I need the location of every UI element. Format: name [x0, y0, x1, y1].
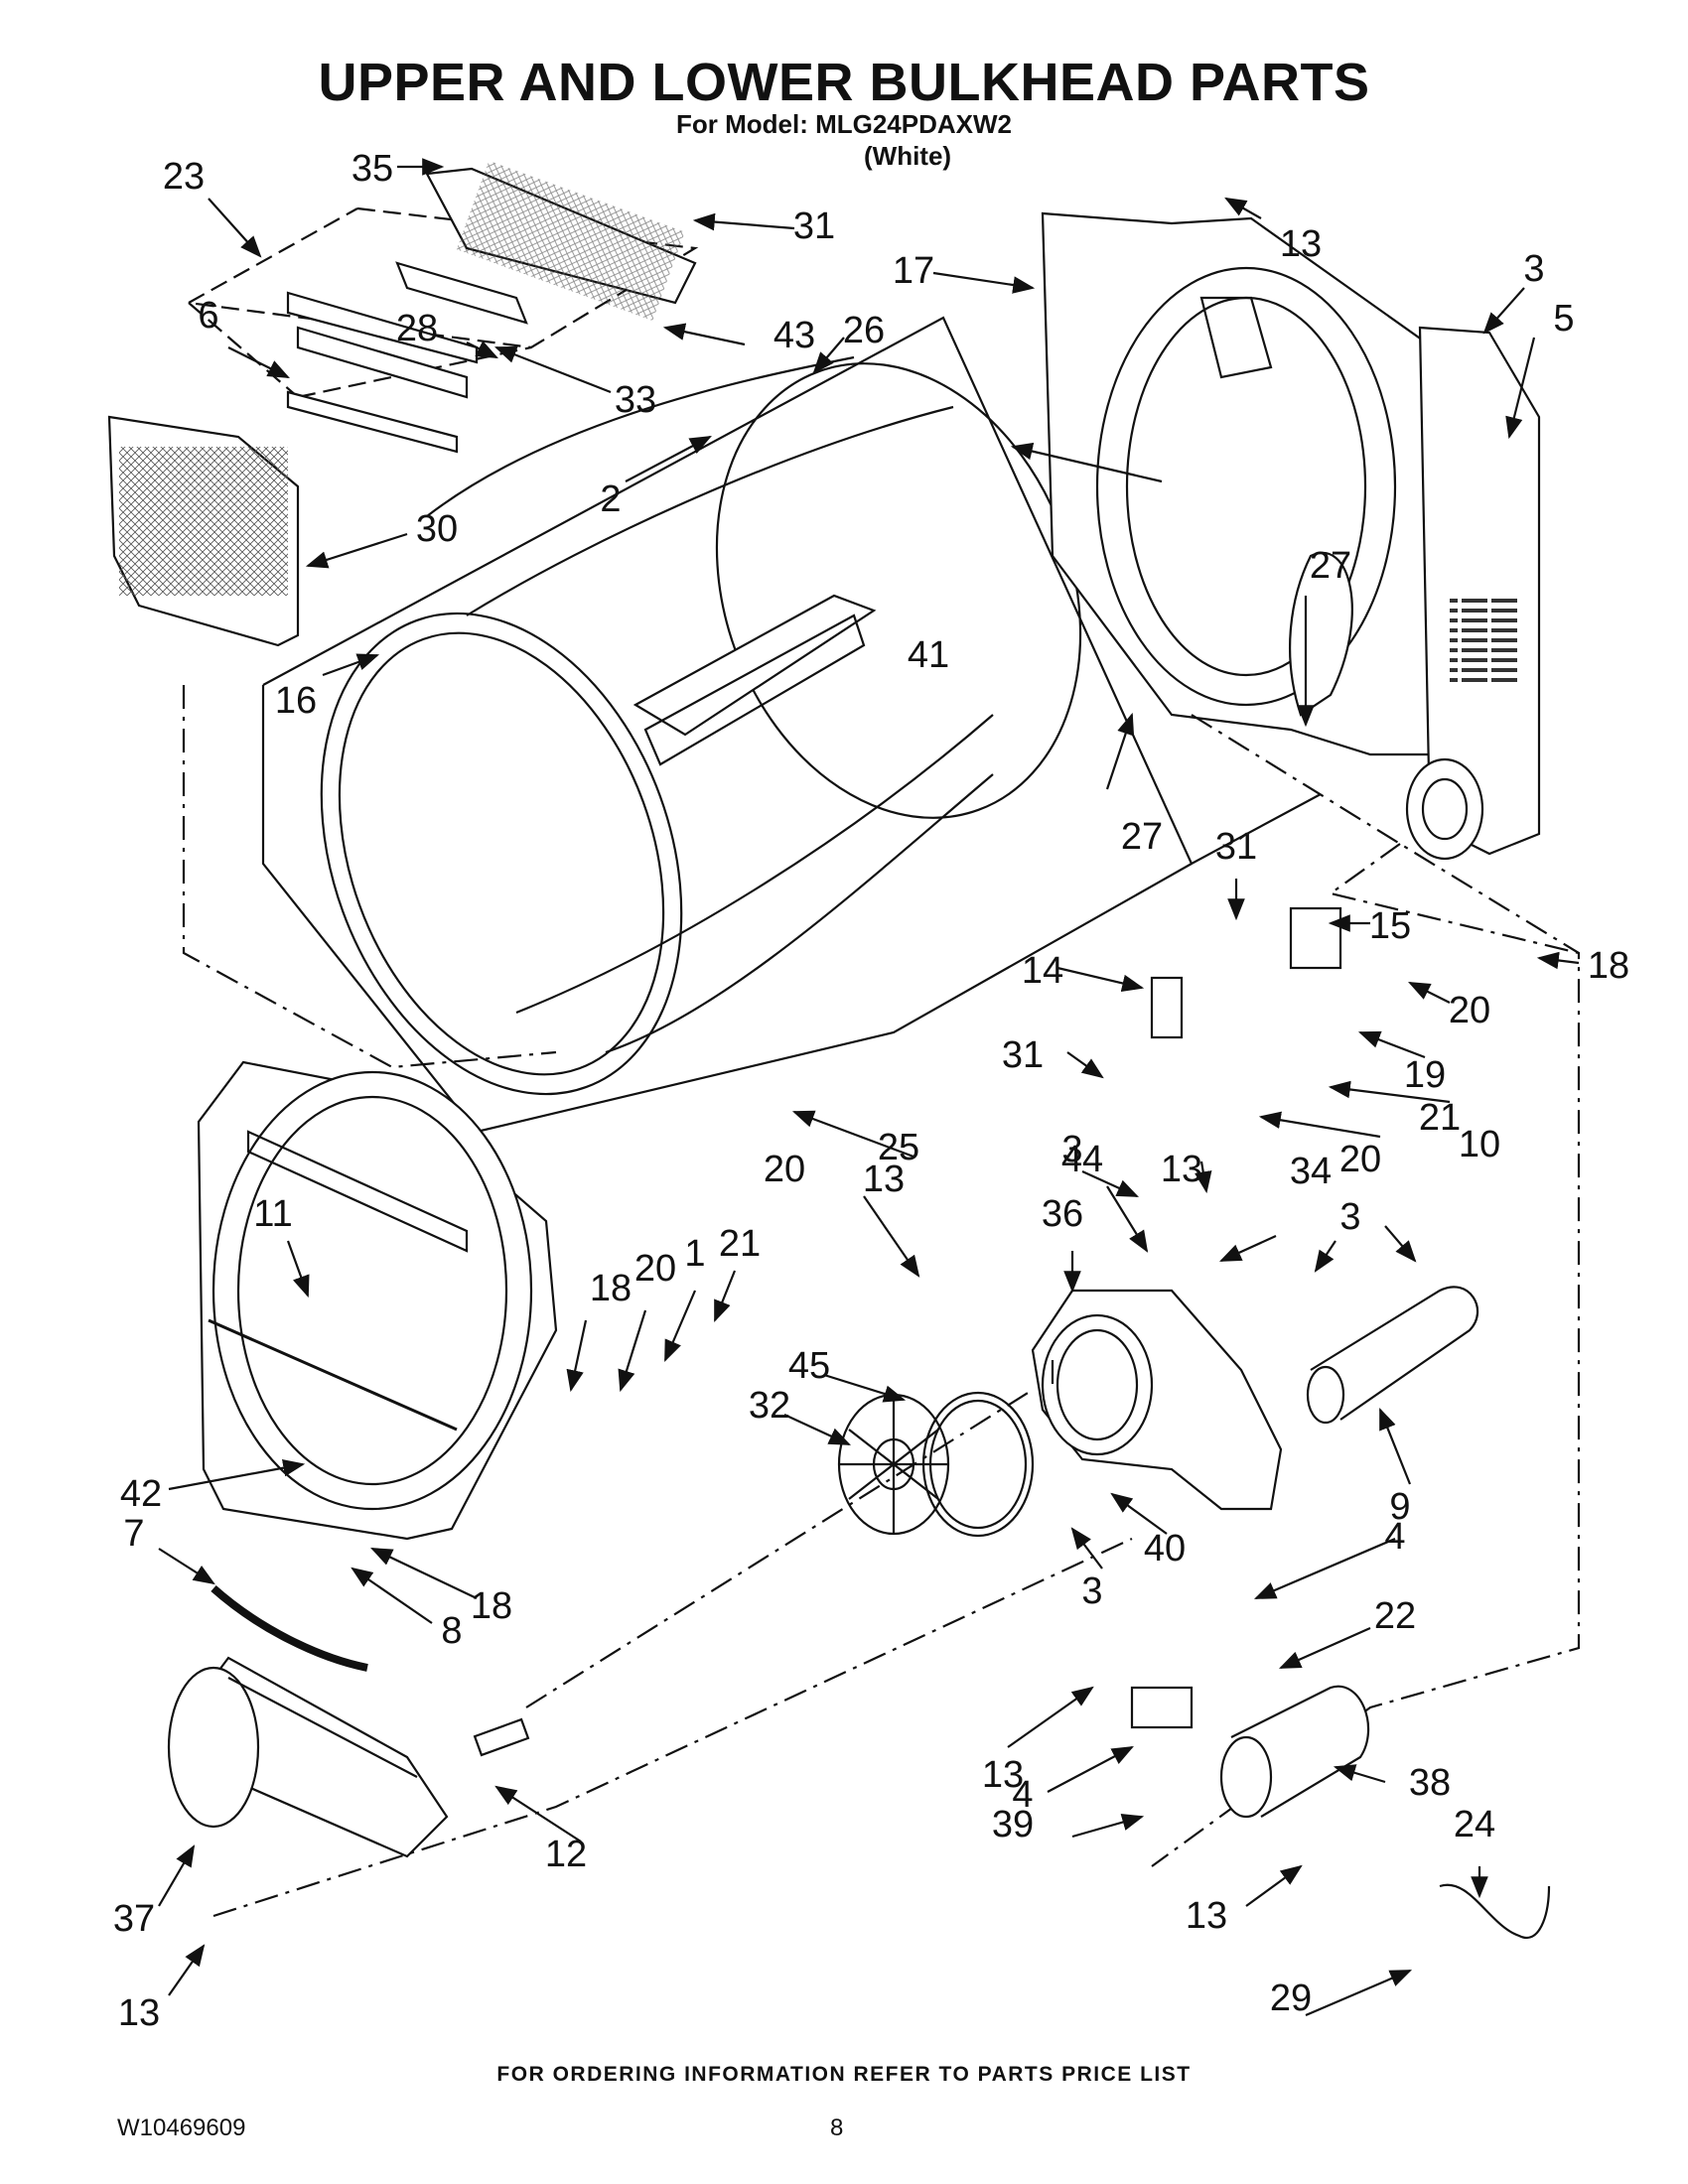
exhaust-duct-9 [1310, 1286, 1479, 1421]
callout-label: 3 [1081, 1570, 1102, 1612]
callout-label: 43 [774, 315, 815, 356]
cord-24 [1439, 1883, 1551, 1939]
callout-label: 13 [1280, 223, 1322, 265]
callout-label: 23 [163, 156, 205, 198]
ordering-note: FOR ORDERING INFORMATION REFER TO PARTS … [496, 2063, 1192, 2086]
callout-label: 18 [590, 1268, 632, 1309]
callout-label: 17 [893, 250, 934, 292]
callout-label: 44 [1061, 1139, 1103, 1180]
callout-label: 27 [1310, 545, 1351, 587]
drum-front-ring [320, 612, 683, 1096]
model-variant: (White) [864, 141, 952, 171]
callout-label: 13 [1161, 1149, 1202, 1190]
callout-label: 20 [1449, 990, 1490, 1031]
callout-label: 4 [1384, 1516, 1405, 1558]
callout-label: 39 [992, 1804, 1034, 1845]
callout-label: 28 [396, 308, 438, 349]
callout-label: 37 [113, 1898, 155, 1940]
callout-label: 12 [545, 1834, 587, 1875]
callout-label: 25 [878, 1127, 919, 1168]
dashed-leader-lower [212, 1360, 1133, 1918]
callout-label: 31 [1002, 1034, 1044, 1076]
drum-baffle-41 [633, 594, 877, 737]
callout-label: 3 [1339, 1196, 1360, 1238]
callout-label: 13 [118, 1992, 160, 2034]
grille-rails [286, 291, 479, 399]
callout-label: 40 [1144, 1528, 1186, 1570]
callout-label: 27 [1121, 816, 1163, 858]
callout-label: 16 [275, 680, 317, 722]
callout-label: 30 [416, 508, 458, 550]
callout-label: 32 [749, 1385, 790, 1427]
bracket-39 [1130, 1686, 1194, 1729]
callout-label: 2 [600, 478, 621, 520]
callout-label: 1 [684, 1233, 705, 1275]
bracket-33 [395, 261, 528, 325]
callout-label: 13 [982, 1754, 1024, 1796]
seal-45 [921, 1391, 1035, 1538]
callout-label: 3 [1061, 1129, 1082, 1170]
callout-label: 36 [1042, 1193, 1083, 1235]
callout-label: 45 [788, 1345, 830, 1387]
callout-label: 34 [1290, 1151, 1332, 1192]
bracket-15 [1289, 906, 1342, 970]
callout-label: 3 [1523, 248, 1544, 290]
callout-label: 5 [1553, 298, 1574, 340]
page-title: UPPER AND LOWER BULKHEAD PARTS [318, 53, 1370, 112]
callout-label: 13 [863, 1159, 905, 1200]
callout-label: 7 [123, 1513, 144, 1555]
callout-label: 21 [1419, 1097, 1461, 1139]
model-number: For Model: MLG24PDAXW2 [675, 109, 1012, 139]
callout-label: 15 [1369, 905, 1411, 947]
callout-label: 26 [843, 310, 885, 351]
callout-label: 21 [719, 1223, 761, 1265]
callout-label: 10 [1459, 1124, 1500, 1165]
callout-label: 20 [634, 1248, 676, 1290]
callout-label: 31 [1215, 826, 1257, 868]
heater-outlet [1405, 757, 1484, 861]
callout-label: 20 [764, 1149, 805, 1190]
gasket-strip [286, 390, 459, 454]
callout-label: 41 [908, 634, 949, 676]
callout-label: 11 [253, 1193, 292, 1235]
document-number: W10469609 [117, 2115, 246, 2141]
bracket-12 [473, 1717, 530, 1757]
gasket-7 [211, 1585, 368, 1672]
callout-label: 4 [1012, 1774, 1033, 1816]
callout-label: 20 [1339, 1139, 1381, 1180]
callout-label: 8 [441, 1610, 462, 1652]
callout-label: 24 [1454, 1804, 1495, 1845]
callout-label: 9 [1389, 1486, 1410, 1528]
callout-label: 31 [793, 205, 835, 247]
callout-label: 14 [1022, 950, 1063, 992]
callout-label: 19 [1404, 1054, 1446, 1096]
thermal-fuse-14 [1150, 976, 1184, 1039]
callout-label: 6 [198, 295, 218, 337]
callout-label: 18 [1588, 945, 1629, 987]
callout-label: 22 [1374, 1595, 1416, 1637]
callout-label: 38 [1409, 1762, 1451, 1804]
callout-label: 35 [352, 148, 393, 190]
callout-label: 18 [471, 1585, 512, 1627]
callout-label: 13 [1186, 1895, 1227, 1937]
callout-label: 33 [615, 379, 656, 421]
callout-label: 29 [1270, 1978, 1312, 2019]
page-number: 8 [830, 2115, 844, 2141]
callout-label: 42 [120, 1473, 162, 1515]
drum-shell [426, 355, 994, 1054]
